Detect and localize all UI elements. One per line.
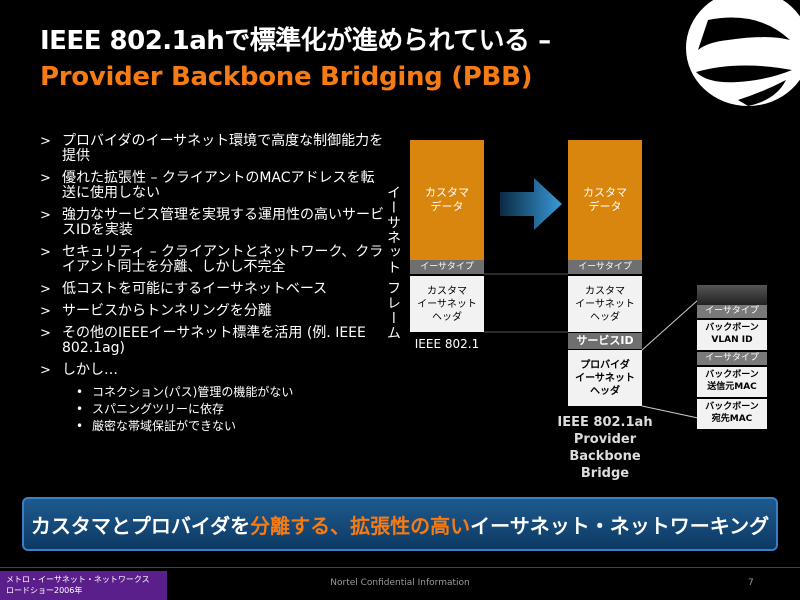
right-customer-data-block: カスタマ データ bbox=[568, 140, 642, 260]
footer-confidential-text: Nortel Confidential Information bbox=[330, 578, 470, 588]
sub-bullet-item: •厳密な帯域保証ができない bbox=[76, 419, 237, 433]
stack-top-fade bbox=[697, 285, 767, 305]
right-ethertype-block: イーサタイプ bbox=[568, 260, 642, 274]
bullet-item: >低コストを可能にするイーサネットベース bbox=[40, 281, 328, 298]
banner-text-part3: イーサネット・ネットワーキング bbox=[470, 513, 770, 538]
summary-banner: カスタマとプロバイダを分離する、拡張性の高いイーサネット・ネットワーキング bbox=[22, 497, 778, 551]
stack-backbone-vlan-id: バックボーン VLAN ID bbox=[697, 320, 767, 350]
sub-bullet-item: •コネクション(パス)管理の機能がない bbox=[76, 385, 294, 399]
bullet-item: >セキュリティ – クライアントとネットワーク、クライアント同士を分離、しかし不… bbox=[40, 244, 384, 275]
left-ethertype-block: イーサタイプ bbox=[410, 260, 484, 274]
left-frame-caption: IEEE 802.1 bbox=[414, 337, 480, 351]
expansion-connector-lines bbox=[484, 273, 699, 419]
bullet-list: >プロバイダのイーサネット環境で高度な制御能力を提供 >優れた拡張性 – クライ… bbox=[40, 134, 385, 436]
provider-header-block: プロバイダ イーサネット ヘッダ bbox=[568, 350, 642, 406]
left-customer-data-block: カスタマ データ bbox=[410, 140, 484, 260]
service-id-block: サービスID bbox=[568, 333, 642, 349]
bullet-item: >優れた拡張性 – クライアントのMACアドレスを転送に使用しない bbox=[40, 170, 375, 201]
footer-event-line1: メトロ・イーサネット・ネットワークス bbox=[6, 575, 150, 584]
footer-event-box: メトロ・イーサネット・ネットワークス ロードショー2006年 bbox=[0, 571, 167, 600]
stack-ethertype-1: イーサタイプ bbox=[697, 305, 767, 318]
stack-backbone-source-mac: バックボーン 送信元MAC bbox=[697, 367, 767, 397]
ethernet-frame-vertical-label: イーサネット フレーム bbox=[385, 185, 401, 341]
stack-backbone-dest-mac: バックボーン 宛先MAC bbox=[697, 399, 767, 429]
footer-event-line2: ロードショー2006年 bbox=[6, 586, 83, 595]
right-customer-header-block: カスタマ イーサネット ヘッダ bbox=[568, 276, 642, 332]
nortel-globe-logo-icon bbox=[686, 0, 800, 106]
banner-text-highlight: 分離する、拡張性の高い bbox=[250, 513, 471, 538]
footer-rule bbox=[0, 567, 800, 568]
bullet-item: >サービスからトンネリングを分離 bbox=[40, 303, 272, 320]
bullet-item: >プロバイダのイーサネット環境で高度な制御能力を提供 bbox=[40, 133, 384, 164]
slide-title-line1: IEEE 802.1ahで標準化が進められている – bbox=[40, 26, 551, 56]
bullet-item: >強力なサービス管理を実現する運用性の高いサービスIDを実装 bbox=[40, 207, 384, 238]
provider-header-detail-stack: イーサタイプ バックボーン VLAN ID イーサタイプ バックボーン 送信元M… bbox=[697, 285, 767, 445]
page-number: 7 bbox=[748, 578, 754, 588]
slide-title-line2: Provider Backbone Bridging (PBB) bbox=[40, 62, 533, 92]
stack-ethertype-2: イーサタイプ bbox=[697, 352, 767, 365]
sub-bullet-item: •スパニングツリーに依存 bbox=[76, 402, 225, 416]
bullet-item: >その他のIEEEイーサネット標準を活用 (例. IEEE 802.1ag) bbox=[40, 325, 366, 356]
bullet-item: >しかし… bbox=[40, 362, 118, 379]
right-frame-caption: IEEE 802.1ah Provider Backbone Bridge bbox=[557, 415, 653, 481]
banner-text-part1: カスタマとプロバイダを bbox=[30, 513, 251, 538]
arrow-right-icon bbox=[500, 178, 562, 230]
left-customer-header-block: カスタマ イーサネット ヘッダ bbox=[410, 276, 484, 332]
